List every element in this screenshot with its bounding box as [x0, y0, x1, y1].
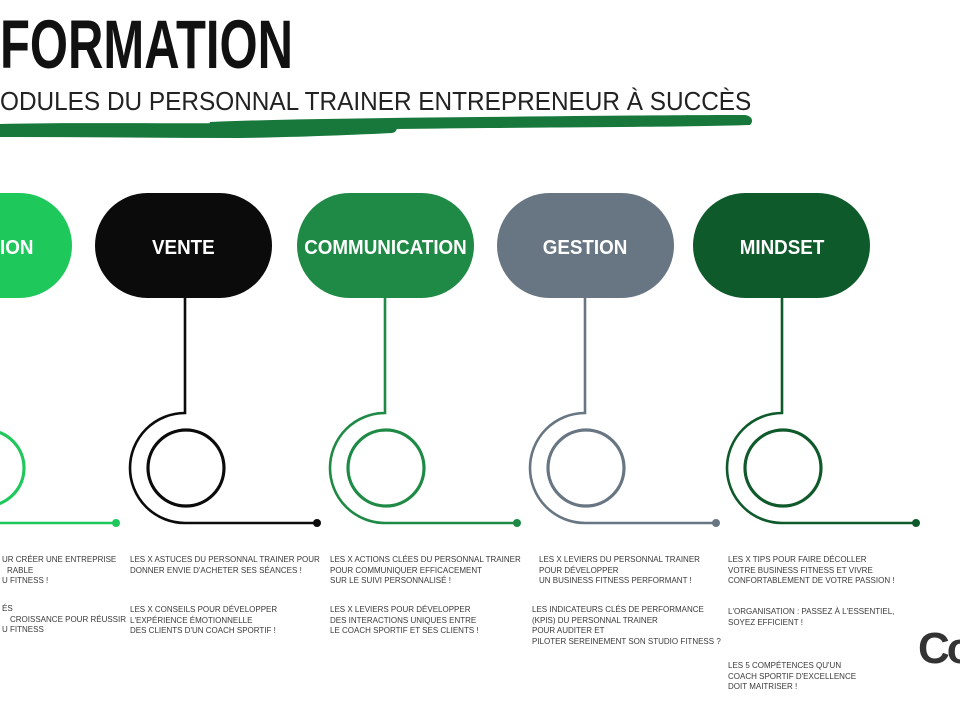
connector-ring [146, 428, 226, 508]
connector-ring [0, 430, 26, 506]
description-line: DES CLIENTS D'UN COACH SPORTIF ! [130, 626, 276, 636]
module-label: VENTE [152, 237, 215, 259]
connector-end-dot [112, 519, 120, 527]
connector-end-dot [513, 519, 521, 527]
connector-end-dot [912, 519, 920, 527]
module-label: ION [0, 237, 34, 259]
module-pill-gestion: GESTION [497, 193, 674, 298]
description-line: LES X CONSEILS POUR DÉVELOPPER [130, 605, 278, 614]
description-line: SOYEZ EFFICIENT ! [728, 617, 803, 627]
module-1-description-2: ÉS CROISSANCE POUR RÉUSSIR U FITNESS [2, 604, 126, 636]
communication-description-2: LES X LEVIERS POUR DÉVELOPPER DES INTERA… [330, 605, 479, 637]
connector-module-1 [0, 430, 120, 527]
connector-line [528, 295, 718, 525]
vente-description-1: LES X ASTUCES DU PERSONNAL TRAINER POUR … [130, 555, 320, 576]
description-line: U FITNESS ! [2, 576, 49, 586]
module-pill-vente: VENTE [95, 193, 272, 298]
description-line: LES X TIPS POUR FAIRE DÉCOLLER [728, 555, 867, 564]
module-pill-communication: COMMUNICATION [297, 193, 474, 298]
module-label: GESTION [543, 237, 628, 259]
page-subtitle: ODULES DU PERSONNAL TRAINER ENTREPRENEUR… [0, 86, 752, 116]
description-line: POUR DÉVELOPPER [539, 565, 619, 575]
brand-logo: Co [918, 626, 960, 672]
description-line: DES INTERACTIONS UNIQUES ENTRE [330, 615, 477, 625]
description-line: (KPIS) DU PERSONNAL TRAINER [532, 615, 658, 625]
gestion-description-1: LES X LEVIERS DU PERSONNAL TRAINER POUR … [539, 555, 700, 587]
description-line: LES X LEVIERS POUR DÉVELOPPER [330, 605, 471, 614]
connector-communication [328, 295, 521, 527]
description-line: LES INDICATEURS CLÉS DE PERFORMANCE [532, 605, 704, 614]
description-line: PILOTER SEREINEMENT SON STUDIO FITNESS ? [532, 636, 721, 646]
description-line: POUR AUDITER ET [532, 626, 605, 636]
description-line: LES X LEVIERS DU PERSONNAL TRAINER [539, 555, 700, 564]
description-line: LES X ASTUCES DU PERSONNAL TRAINER POUR [130, 555, 320, 564]
description-line: CROISSANCE POUR RÉUSSIR [10, 614, 127, 624]
description-line: U FITNESS [2, 625, 44, 635]
description-line: LES 5 COMPÉTENCES QU'UN [728, 661, 842, 670]
module-label: COMMUNICATION [304, 237, 467, 259]
description-line: CONFORTABLEMENT DE VOTRE PASSION ! [728, 576, 895, 586]
connector-line [128, 295, 319, 525]
description-line: DOIT MAITRISER ! [728, 682, 798, 692]
description-line: POUR COMMUNIQUER EFFICACEMENT [330, 565, 482, 575]
mindset-description-2: L'ORGANISATION : PASSEZ À L'ESSENTIEL, S… [728, 607, 894, 628]
connector-end-dot [712, 519, 720, 527]
description-line: UN BUSINESS FITNESS PERFORMANT ! [539, 576, 692, 586]
connector-ring [546, 428, 626, 508]
module-label: MINDSET [739, 237, 824, 259]
connector-line [725, 295, 918, 525]
gestion-description-2: LES INDICATEURS CLÉS DE PERFORMANCE (KPI… [532, 605, 721, 647]
vente-description-2: LES X CONSEILS POUR DÉVELOPPER L'EXPÉRIE… [130, 605, 277, 637]
communication-description-1: LES X ACTIONS CLÉES DU PERSONNAL TRAINER… [330, 555, 521, 587]
brush-stroke-right [209, 115, 753, 131]
description-line: LE COACH SPORTIF ET SES CLIENTS ! [330, 626, 479, 636]
module-pill-mindset: MINDSET [693, 193, 870, 298]
connector-line [328, 295, 519, 525]
connector-mindset [725, 295, 920, 527]
description-line: L'ORGANISATION : PASSEZ À L'ESSENTIEL, [728, 607, 895, 616]
brush-underline [0, 115, 753, 138]
connector-end-dot [313, 519, 321, 527]
description-line: COACH SPORTIF D'EXCELLENCE [728, 671, 857, 681]
description-line: VOTRE BUSINESS FITNESS ET VIVRE [728, 565, 873, 575]
brand-logo-text: Co [918, 626, 960, 672]
page-title: FORMATION [0, 6, 293, 83]
description-line: RABLE [7, 565, 34, 575]
description-line: ÉS [2, 604, 13, 613]
description-line: L'EXPÉRIENCE ÉMOTIONNELLE [130, 615, 253, 625]
connector-vente [128, 295, 321, 527]
module-1-description-1: UR CRÉER UNE ENTREPRISE RABLE U FITNESS … [2, 555, 116, 587]
connector-gestion [528, 295, 720, 527]
mindset-description-1: LES X TIPS POUR FAIRE DÉCOLLER VOTRE BUS… [728, 555, 895, 587]
description-line: SUR LE SUIVI PERSONNALISÉ ! [330, 576, 451, 586]
description-line: LES X ACTIONS CLÉES DU PERSONNAL TRAINER [330, 555, 521, 564]
description-line: UR CRÉER UNE ENTREPRISE [2, 555, 117, 564]
connector-ring [346, 428, 426, 508]
description-line: DONNER ENVIE D'ACHETER SES SÉANCES ! [130, 565, 302, 575]
connector-ring [743, 428, 823, 508]
mindset-description-3: LES 5 COMPÉTENCES QU'UN COACH SPORTIF D'… [728, 661, 856, 693]
